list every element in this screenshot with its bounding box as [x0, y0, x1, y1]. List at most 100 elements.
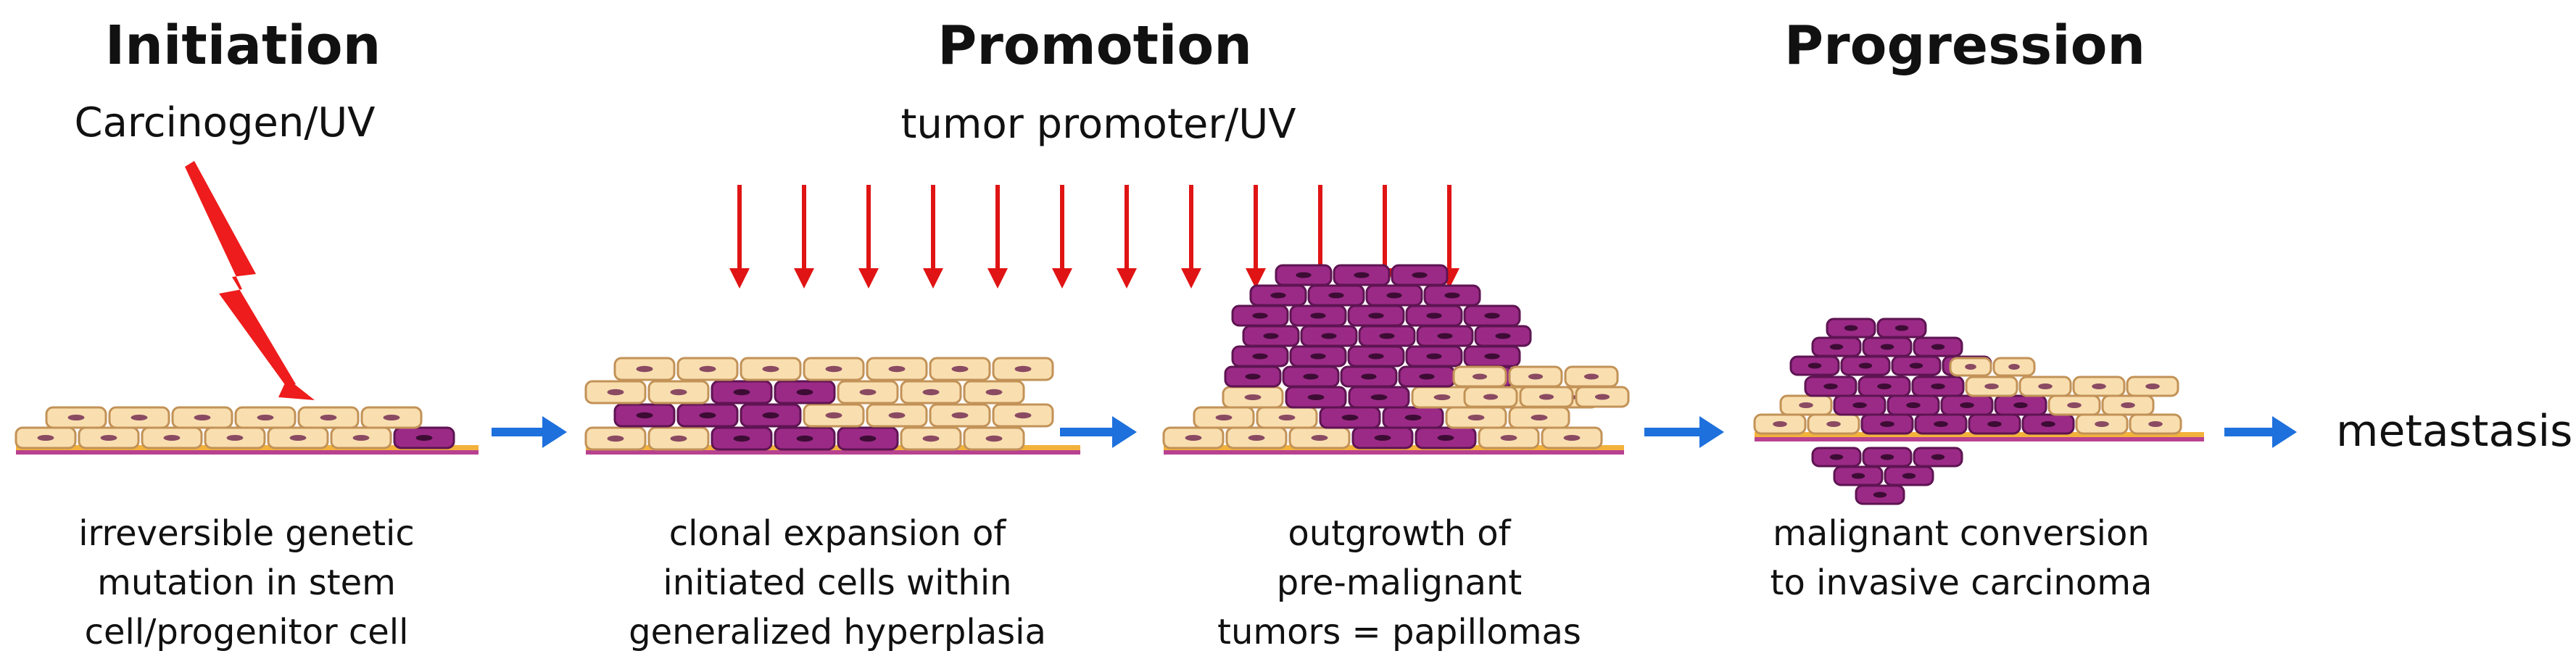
cell-nucleus	[796, 435, 813, 442]
cell-nucleus	[1583, 373, 1599, 380]
cell-nucleus	[2008, 364, 2020, 370]
initiated-cell	[1940, 394, 1994, 416]
cell-nucleus	[796, 389, 813, 396]
cell-nucleus	[1826, 421, 1841, 427]
initiated-cell	[1242, 325, 1300, 347]
caption-initiation-line-2: mutation in stem	[97, 563, 396, 603]
cell-nucleus	[1934, 421, 1948, 427]
flow-arrow-head	[2272, 416, 2297, 448]
caption-carcinoma: malignant conversion to invasive carcino…	[1771, 513, 2153, 603]
cell-nucleus	[1311, 435, 1328, 441]
caption-papilloma-line-2: pre-malignant	[1277, 563, 1522, 603]
cell-nucleus	[825, 365, 842, 373]
promoter-arrow-head	[794, 268, 814, 289]
normal-cell	[1519, 386, 1574, 408]
cell-nucleus	[1426, 312, 1442, 319]
cell-nucleus	[1310, 353, 1326, 360]
cell-nucleus	[163, 435, 181, 441]
flow-arrows-group	[492, 416, 2297, 448]
normal-cell	[740, 357, 802, 381]
cell-nucleus	[670, 389, 687, 396]
cell-nucleus	[951, 365, 969, 373]
cell-nucleus	[1361, 373, 1377, 380]
cell-nucleus	[607, 389, 624, 396]
initiated-cell	[1884, 465, 1934, 486]
cell-nucleus	[1877, 383, 1892, 389]
lightning-bolt-icon	[185, 161, 315, 400]
normal-cell	[2072, 376, 2126, 397]
initiated-cell	[1319, 406, 1381, 429]
normal-cell	[803, 403, 865, 428]
cell-nucleus	[37, 435, 54, 441]
cell-nucleus	[1245, 373, 1261, 380]
initiated-cell	[1348, 386, 1410, 409]
initiated-cell	[1249, 284, 1307, 307]
normal-cell	[171, 406, 233, 429]
cell-nucleus	[1248, 435, 1265, 441]
cell-nucleus	[1444, 292, 1460, 299]
normal-cell	[108, 406, 170, 429]
flow-arrow-head	[1112, 416, 1137, 448]
initiated-cell	[1423, 284, 1481, 307]
cell-nucleus	[1484, 312, 1500, 319]
cell-nucleus	[1906, 402, 1921, 408]
membrane-bottom-band	[1164, 450, 1624, 455]
initiated-cell	[1914, 413, 1968, 435]
initiated-cell	[1855, 484, 1905, 505]
cell-nucleus	[1538, 394, 1554, 400]
cell-nucleus	[383, 415, 400, 420]
cell-nucleus	[1419, 373, 1435, 380]
cell-nucleus	[636, 412, 653, 419]
promoter-arrow	[1117, 185, 1137, 289]
normal-cell	[234, 406, 297, 429]
promoter-arrow	[1181, 185, 1201, 289]
normal-cell	[837, 380, 899, 405]
normal-cell	[929, 403, 991, 428]
cell-nucleus	[922, 435, 940, 442]
caption-clonal-line-1: clonal expansion of	[669, 513, 1007, 554]
normal-cell	[1193, 406, 1255, 429]
cell-nucleus	[2041, 421, 2055, 427]
initiated-cell	[1463, 345, 1521, 368]
membrane-bottom-band	[16, 450, 479, 455]
cell-nucleus	[1823, 383, 1838, 389]
normal-cell	[1256, 406, 1318, 429]
cell-nucleus	[1807, 362, 1822, 369]
promoter-arrow-head	[1117, 268, 1137, 289]
initiated-cell	[1300, 325, 1358, 347]
cell-nucleus	[1374, 435, 1391, 441]
cell-nucleus	[415, 435, 433, 441]
promoter-arrow-head	[923, 268, 943, 289]
initiation-agent-label: Carcinogen/UV	[75, 99, 376, 146]
promoter-arrow-head	[1181, 268, 1201, 289]
normal-cell	[78, 426, 140, 449]
initiated-cell	[676, 403, 739, 428]
cell-nucleus	[1965, 364, 1976, 370]
cell-nucleus	[1252, 312, 1268, 319]
cell-nucleus	[67, 415, 85, 420]
normal-cell	[15, 426, 77, 449]
cell-nucleus	[1368, 312, 1384, 319]
cell-nucleus	[2038, 383, 2053, 389]
normal-cell	[2047, 394, 2101, 416]
cell-nucleus	[1368, 353, 1384, 360]
normal-cell	[1445, 406, 1507, 429]
cell-nucleus	[289, 435, 307, 441]
initiated-cell	[1405, 345, 1463, 368]
cell-nucleus	[1960, 402, 1974, 408]
metastasis-label: metastasis	[2336, 406, 2572, 457]
cell-nucleus	[1354, 272, 1370, 278]
tissue-papilloma	[1162, 264, 1630, 455]
cell-nucleus	[699, 412, 716, 419]
cell-nucleus	[607, 435, 624, 442]
initiated-cell	[1358, 325, 1416, 347]
cell-nucleus	[1307, 394, 1325, 400]
flow-arrow-head	[542, 416, 567, 448]
initiated-cell	[1333, 264, 1391, 286]
cell-nucleus	[194, 415, 211, 420]
cell-nucleus	[1278, 415, 1296, 420]
initiated-cell	[1231, 304, 1289, 327]
flow-arrow	[1644, 416, 1724, 448]
cell-nucleus	[1873, 491, 1887, 498]
initiated-cell	[1275, 264, 1333, 286]
